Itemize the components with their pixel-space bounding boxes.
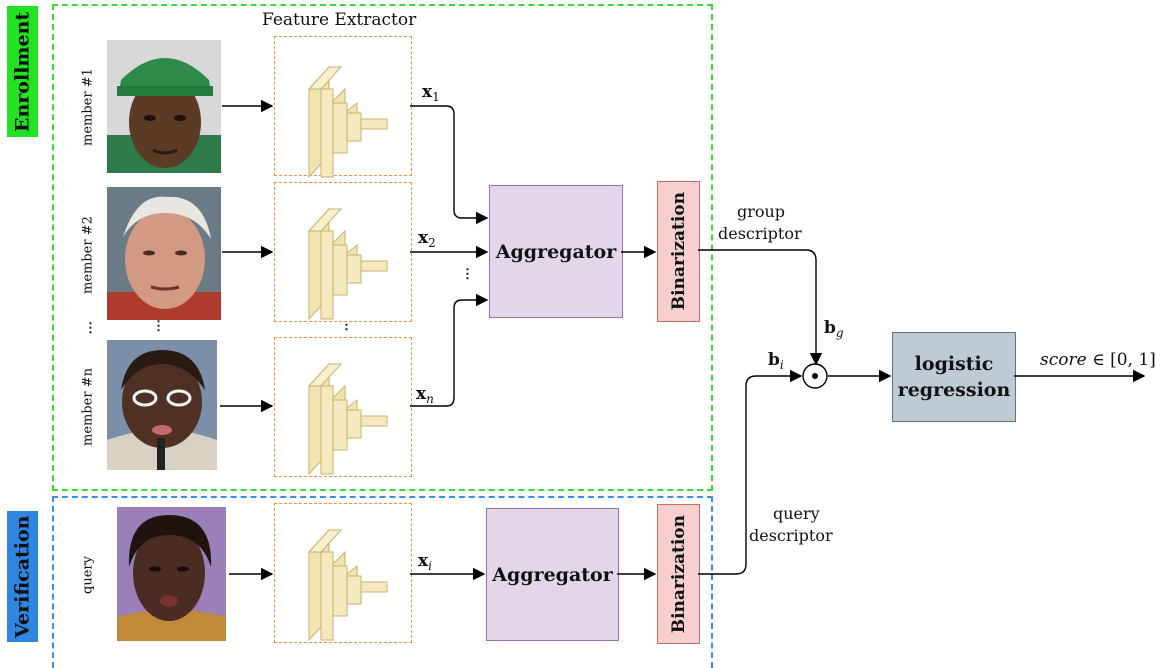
feature-xi: xi: [418, 551, 432, 573]
cnn-icon: [307, 528, 388, 642]
logreg-line-1: logistic: [914, 353, 994, 375]
enrollment-region: [52, 4, 713, 491]
face-photo-member-n: [107, 340, 217, 470]
feature-x2: x2: [418, 228, 436, 250]
face-photo-member-2: [107, 187, 221, 320]
feature-x1: x1: [422, 82, 440, 104]
aggregator-enrollment: Aggregator: [489, 185, 623, 318]
feature-extractor-title: Feature Extractor: [262, 10, 417, 30]
cnn-icon: [307, 207, 388, 321]
group-descriptor-label-2: descriptor: [718, 224, 802, 243]
feature-extractor-2: [274, 182, 412, 322]
feature-xn: xn: [416, 384, 434, 406]
binarization-verification: Binarization: [657, 504, 700, 644]
cnn-icon: [307, 65, 388, 179]
feature-extractor-query: [274, 503, 412, 643]
query-descriptor-label-2: descriptor: [749, 526, 833, 545]
logistic-regression-box: logistic regression: [892, 332, 1016, 422]
score-label: score ∈ [0, 1]: [1040, 350, 1156, 370]
aggregator-verification: Aggregator: [486, 508, 619, 641]
verification-region: [52, 496, 713, 668]
feature-extractor-n: [274, 337, 412, 477]
binarization-enrollment: Binarization: [657, 181, 700, 322]
face-photo-query: [117, 507, 226, 641]
query-descriptor-label-1: query: [773, 504, 820, 523]
group-descriptor-label-1: group: [736, 202, 786, 221]
logreg-line-2: regression: [897, 379, 1011, 401]
cnn-icon: [307, 362, 388, 476]
bg-label: bg: [824, 318, 844, 340]
bi-label: bi: [768, 350, 784, 372]
face-photo-member-1: [107, 40, 221, 173]
feature-extractor-1: [274, 36, 412, 179]
